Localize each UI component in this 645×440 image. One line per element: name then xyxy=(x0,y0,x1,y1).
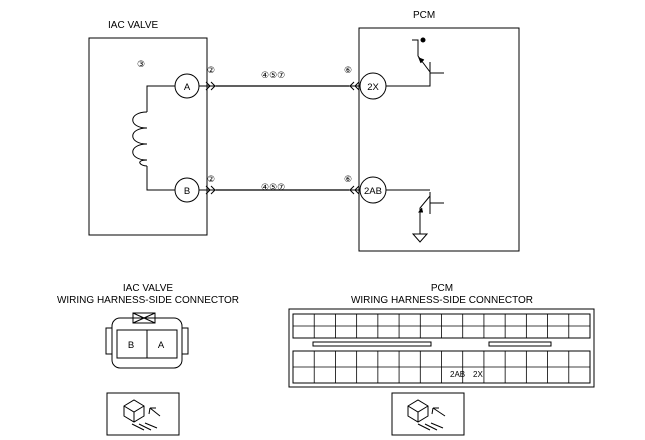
iac-terminal-b-label: B xyxy=(184,186,190,197)
iac-terminal-a-label: A xyxy=(184,82,191,93)
iac-valve-box xyxy=(88,37,208,236)
iac-cavity-a: A xyxy=(158,340,165,351)
pcm-block: PCM 2X 2AB xyxy=(358,10,520,252)
pcm-title: PCM xyxy=(413,10,435,21)
pcm-lower-pin-grid xyxy=(293,351,590,383)
pcm-connector-face xyxy=(288,308,595,388)
pcm-connector-ref-b: ⑥ xyxy=(344,174,352,184)
iac-connector-face xyxy=(105,312,189,369)
iac-cavity-b: B xyxy=(128,340,134,351)
iac-connector-title-1: IAC VALVE xyxy=(123,283,174,294)
pcm-key-bar-left xyxy=(312,341,432,347)
iac-valve-ref: ③ xyxy=(137,59,145,69)
harness-refs-b: ④⑤⑦ xyxy=(261,182,285,192)
solenoid-coil-icon xyxy=(132,111,148,167)
pcm-pin-2x: 2X xyxy=(473,370,483,379)
harness-wires: ② ④⑤⑦ ⑥ ② ④⑤⑦ ⑥ xyxy=(199,65,366,195)
upper-transistor-icon xyxy=(386,37,444,87)
coil-lead-wires xyxy=(146,85,175,191)
iac-valve-title: IAC VALVE xyxy=(108,20,159,31)
iac-connector-section: IAC VALVE WIRING HARNESS-SIDE CONNECTOR … xyxy=(57,283,239,436)
pcm-connector-view-icon xyxy=(391,392,465,436)
pcm-box xyxy=(358,27,520,252)
pcm-upper-pin-grid xyxy=(293,314,590,338)
pcm-key-bar-right xyxy=(488,341,552,347)
pcm-pin-2ab: 2AB xyxy=(450,370,465,379)
iac-connector-title-2: WIRING HARNESS-SIDE CONNECTOR xyxy=(57,295,239,306)
harness-refs-a: ④⑤⑦ xyxy=(261,70,285,80)
iac-connector-view-icon xyxy=(106,392,180,436)
pcm-connector-title-2: WIRING HARNESS-SIDE CONNECTOR xyxy=(351,295,533,306)
iac-valve-block: IAC VALVE ③ A B xyxy=(88,20,208,236)
iac-connector-ref-a: ② xyxy=(207,65,215,75)
iac-connector-ref-b: ② xyxy=(207,174,215,184)
lower-transistor-icon xyxy=(386,189,444,243)
pcm-connector-title-1: PCM xyxy=(431,283,453,294)
pcm-terminal-2ab-label: 2AB xyxy=(364,186,382,197)
pcm-connector-ref-a: ⑥ xyxy=(344,65,352,75)
pcm-terminal-2x-label: 2X xyxy=(367,82,379,93)
pcm-connector-section: PCM WIRING HARNESS-SIDE CONNECTOR 2AB 2X xyxy=(288,283,595,436)
